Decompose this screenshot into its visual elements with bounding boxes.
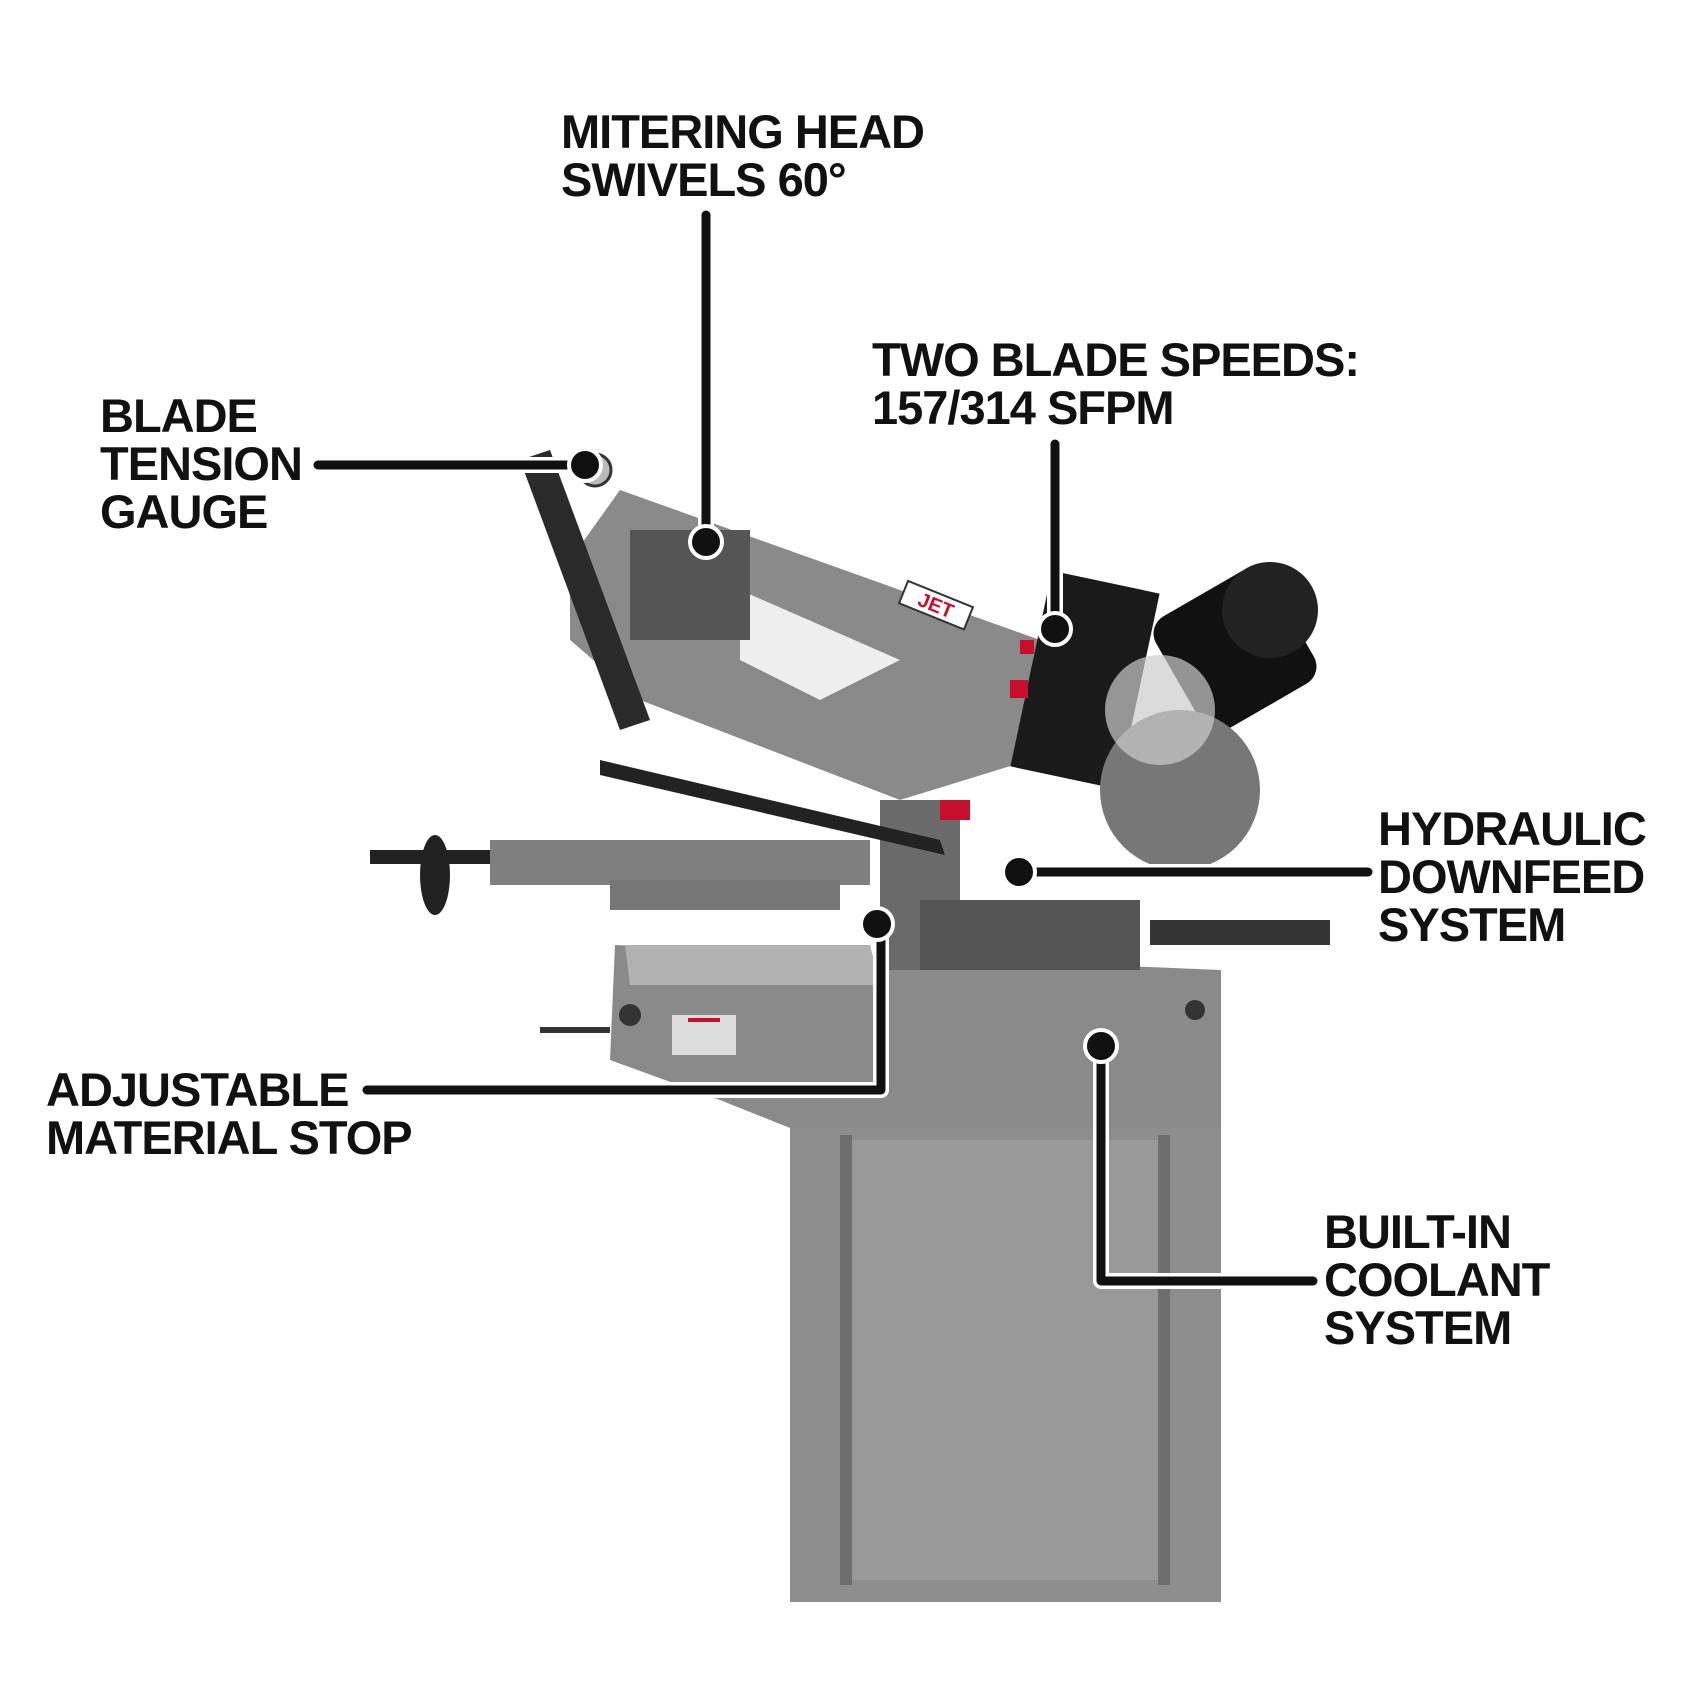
- callout-material-stop: ADJUSTABLE MATERIAL STOP: [46, 1063, 413, 1164]
- machine-stand: [790, 1128, 1221, 1602]
- blade-tension-dot: [567, 447, 603, 483]
- hydraulic-dot: [1001, 854, 1037, 890]
- label-line: HYDRAULIC: [1378, 802, 1647, 855]
- saw-blade: [600, 760, 945, 855]
- label-line: BUILT-IN: [1324, 1205, 1512, 1258]
- vise-assembly: [370, 800, 1330, 970]
- callout-hydraulic: HYDRAULIC DOWNFEED SYSTEM: [1378, 802, 1647, 951]
- mitering-head-dot: [688, 524, 724, 560]
- callout-mitering-head: MITERING HEAD SWIVELS 60°: [561, 105, 925, 206]
- label-line: TENSION: [100, 437, 303, 490]
- label-line: BLADE: [100, 389, 258, 442]
- label-line: SWIVELS 60°: [561, 153, 847, 206]
- label-line: GAUGE: [100, 485, 268, 538]
- label-line: SYSTEM: [1324, 1301, 1512, 1354]
- coolant-leader: [1096, 1041, 1318, 1286]
- label-line: DOWNFEED: [1378, 850, 1645, 903]
- label-line: COOLANT: [1324, 1253, 1550, 1306]
- material-stop-dot: [859, 906, 895, 942]
- saw-head: JET: [520, 450, 1318, 870]
- label-line: SYSTEM: [1378, 898, 1566, 951]
- callout-blade-speeds: TWO BLADE SPEEDS: 157/314 SFPM: [872, 333, 1360, 434]
- callout-lines: [310, 207, 1376, 1289]
- callout-blade-tension: BLADE TENSION GAUGE: [100, 389, 303, 538]
- label-line: 157/314 SFPM: [872, 381, 1175, 434]
- label-line: MATERIAL STOP: [46, 1111, 413, 1164]
- label-line: TWO BLADE SPEEDS:: [872, 333, 1360, 386]
- blade-speeds-dot: [1037, 611, 1073, 647]
- label-line: MITERING HEAD: [561, 105, 925, 158]
- label-line: ADJUSTABLE: [46, 1063, 349, 1116]
- callout-coolant: BUILT-IN COOLANT SYSTEM: [1324, 1205, 1550, 1354]
- coolant-dot: [1083, 1028, 1119, 1064]
- material-stop-leader: [362, 919, 886, 1095]
